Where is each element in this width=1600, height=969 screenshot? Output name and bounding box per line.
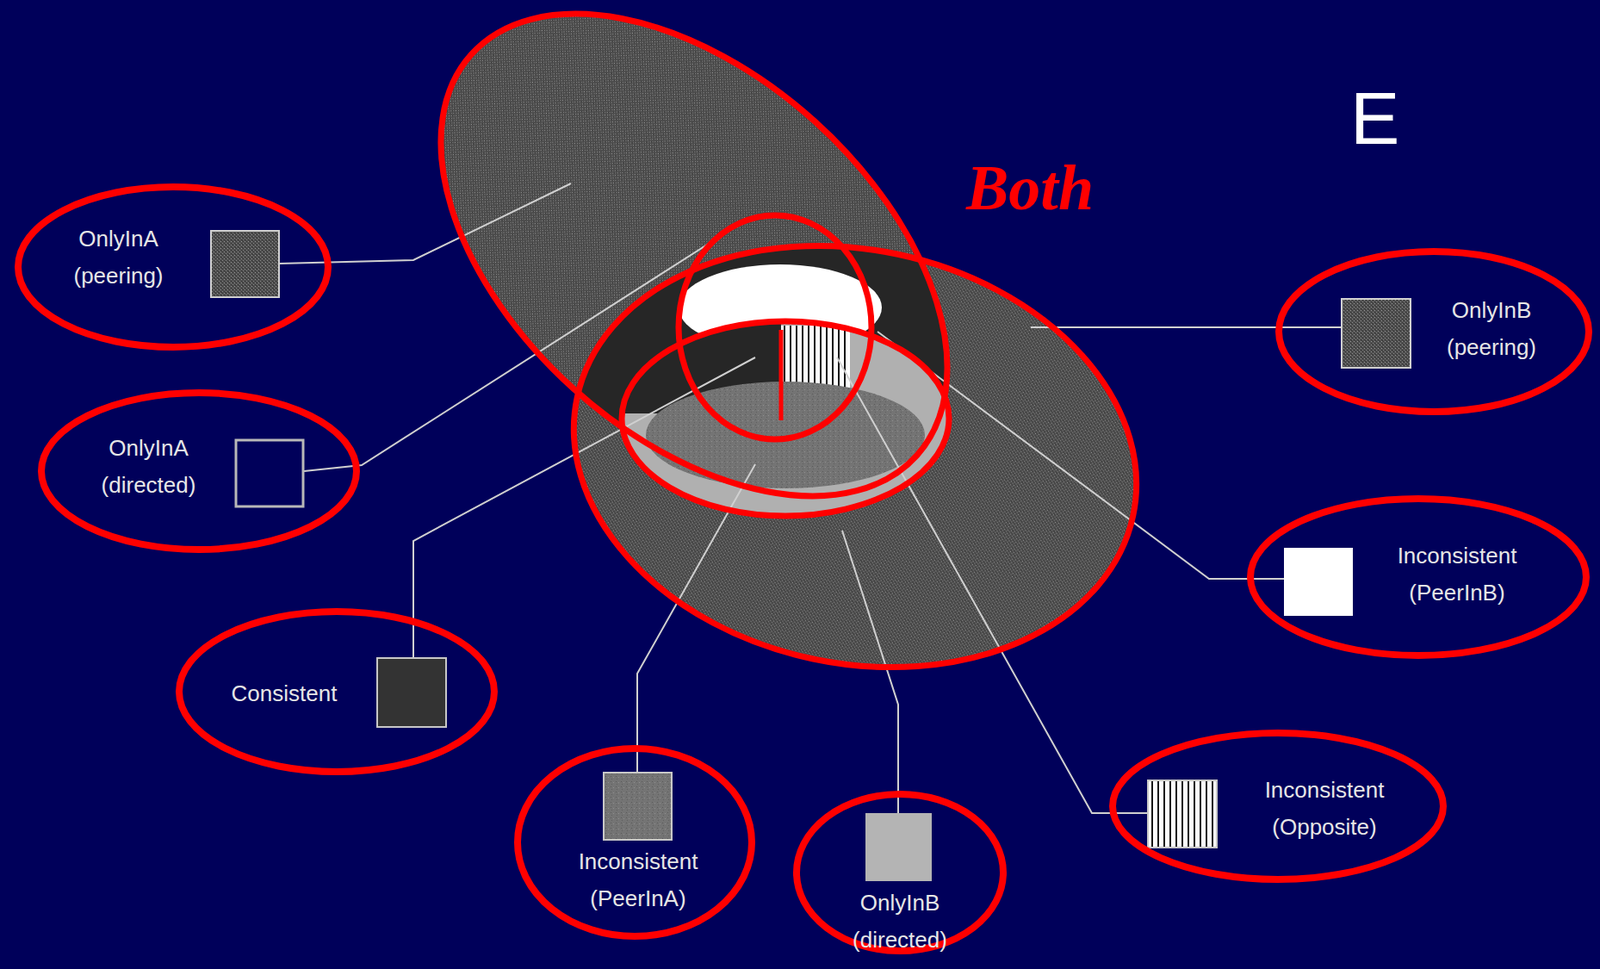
region-label: OnlyInA (directed)	[86, 429, 211, 504]
label-ellipse: OnlyInA (directed)	[37, 389, 360, 553]
region-label: Inconsistent (Opposite)	[1229, 771, 1420, 846]
only-in-b-directed-region	[621, 321, 949, 516]
pattern-swatch	[1341, 298, 1411, 368]
label-ellipse: Inconsistent (Opposite)	[1109, 729, 1447, 883]
intersection-group	[533, 195, 1176, 719]
highlight-ellipse	[351, 0, 1038, 590]
region-label: OnlyInA (peering)	[60, 220, 177, 295]
set-label: Both	[966, 153, 1094, 224]
set-a-region	[351, 0, 1038, 590]
ellipse-outline	[1109, 729, 1447, 883]
label-ellipse: Inconsistent (PeerInA)	[514, 744, 756, 940]
ellipse-outline	[1275, 248, 1593, 416]
label-ellipse: OnlyInB (peering)	[1275, 248, 1593, 416]
pattern-swatch	[865, 812, 932, 881]
ellipse-outline	[14, 183, 332, 351]
label-ellipse: OnlyInA (peering)	[14, 183, 332, 351]
ellipse-outline	[37, 389, 360, 553]
ellipse-outline	[179, 611, 495, 772]
ellipse-outline	[18, 186, 329, 348]
highlight-ellipse	[533, 195, 1176, 719]
disc-group	[602, 318, 925, 489]
highlight-ellipse	[621, 321, 949, 516]
ellipse-outline	[1250, 498, 1587, 656]
ellipse-outline	[1112, 732, 1444, 880]
peer-in-a-region	[645, 381, 925, 489]
region-label: Inconsistent (PeerInA)	[543, 843, 733, 918]
pattern-swatch	[235, 440, 304, 507]
ellipse-outline	[41, 392, 357, 550]
region-label: Inconsistent (PeerInB)	[1362, 537, 1552, 612]
pattern-swatch	[603, 772, 672, 840]
panel-letter: E	[1350, 77, 1400, 160]
highlight-outlines	[351, 0, 1177, 718]
ellipse-outline	[1246, 495, 1590, 659]
pattern-swatch	[1283, 547, 1353, 616]
pattern-swatch	[377, 657, 447, 727]
leader-line	[842, 530, 899, 813]
region-label: OnlyInB (peering)	[1431, 291, 1552, 366]
region-label: Consistent	[198, 675, 371, 713]
ellipse-outline	[517, 748, 752, 937]
label-ellipse: Inconsistent (PeerInB)	[1246, 495, 1590, 659]
consistent-region	[533, 195, 1176, 719]
pattern-swatch	[1147, 780, 1217, 848]
pattern-swatch	[210, 230, 280, 298]
ellipse-outline	[1278, 251, 1589, 412]
highlight-divider	[779, 329, 784, 421]
highlight-ellipse	[678, 215, 872, 440]
label-ellipse: Consistent	[175, 607, 498, 776]
leader-line	[1030, 326, 1342, 329]
label-ellipse: OnlyInB (directed)	[793, 790, 1007, 955]
region-label: OnlyInB (directed)	[822, 884, 978, 959]
